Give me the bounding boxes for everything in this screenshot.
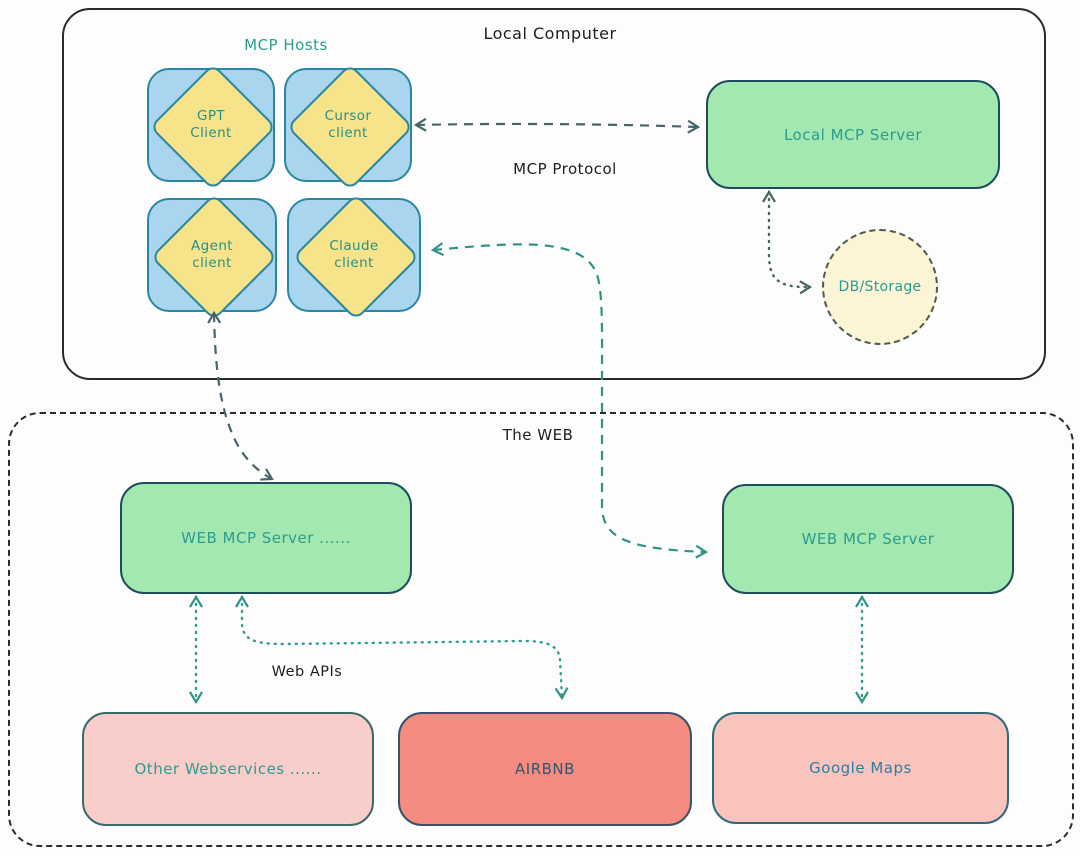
agent-client-label: Agent client (149, 200, 275, 310)
gpt-client-label: GPT Client (149, 70, 273, 180)
local-computer-title: Local Computer (483, 24, 617, 43)
claude-client-line2: client (334, 255, 374, 271)
google-maps-label: Google Maps (809, 759, 912, 777)
node-gpt-client: GPT Client (147, 63, 277, 191)
other-webservices-label: Other Webservices ...... (134, 760, 322, 778)
cursor-client-line2: client (328, 125, 368, 141)
node-google-maps: Google Maps (712, 712, 1009, 824)
node-agent-client: Agent client (147, 193, 278, 321)
node-cursor-client: Cursor client (284, 63, 414, 191)
airbnb-label: AIRBNB (515, 760, 575, 778)
node-claude-client: Claude client (287, 193, 421, 321)
mcp-protocol-label: MCP Protocol (513, 160, 617, 178)
node-local-mcp-server: Local MCP Server (706, 80, 1000, 189)
node-db-storage: DB/Storage (822, 229, 938, 345)
local-mcp-server-label: Local MCP Server (783, 125, 923, 144)
claude-client-label: Claude client (289, 200, 419, 310)
node-web-mcp-server-left: WEB MCP Server ...... (120, 482, 412, 594)
node-other-webservices: Other Webservices ...... (82, 712, 374, 826)
cursor-client-label: Cursor client (286, 70, 410, 180)
db-storage-label: DB/Storage (838, 279, 922, 295)
cursor-client-line1: Cursor (324, 108, 372, 125)
mcp-hosts-label: MCP Hosts (244, 36, 328, 54)
agent-client-line2: client (192, 255, 232, 271)
gpt-client-line1: GPT (196, 108, 226, 125)
node-web-mcp-server-right: WEB MCP Server (722, 484, 1014, 594)
web-mcp-server-left-label: WEB MCP Server ...... (181, 529, 351, 547)
the-web-title: The WEB (502, 426, 574, 444)
gpt-client-line2: Client (190, 125, 232, 141)
web-apis-label: Web APIs (271, 664, 343, 680)
claude-client-line1: Claude (329, 238, 379, 255)
node-airbnb: AIRBNB (398, 712, 692, 826)
agent-client-line1: Agent (191, 238, 233, 255)
web-mcp-server-right-label: WEB MCP Server (801, 530, 935, 548)
